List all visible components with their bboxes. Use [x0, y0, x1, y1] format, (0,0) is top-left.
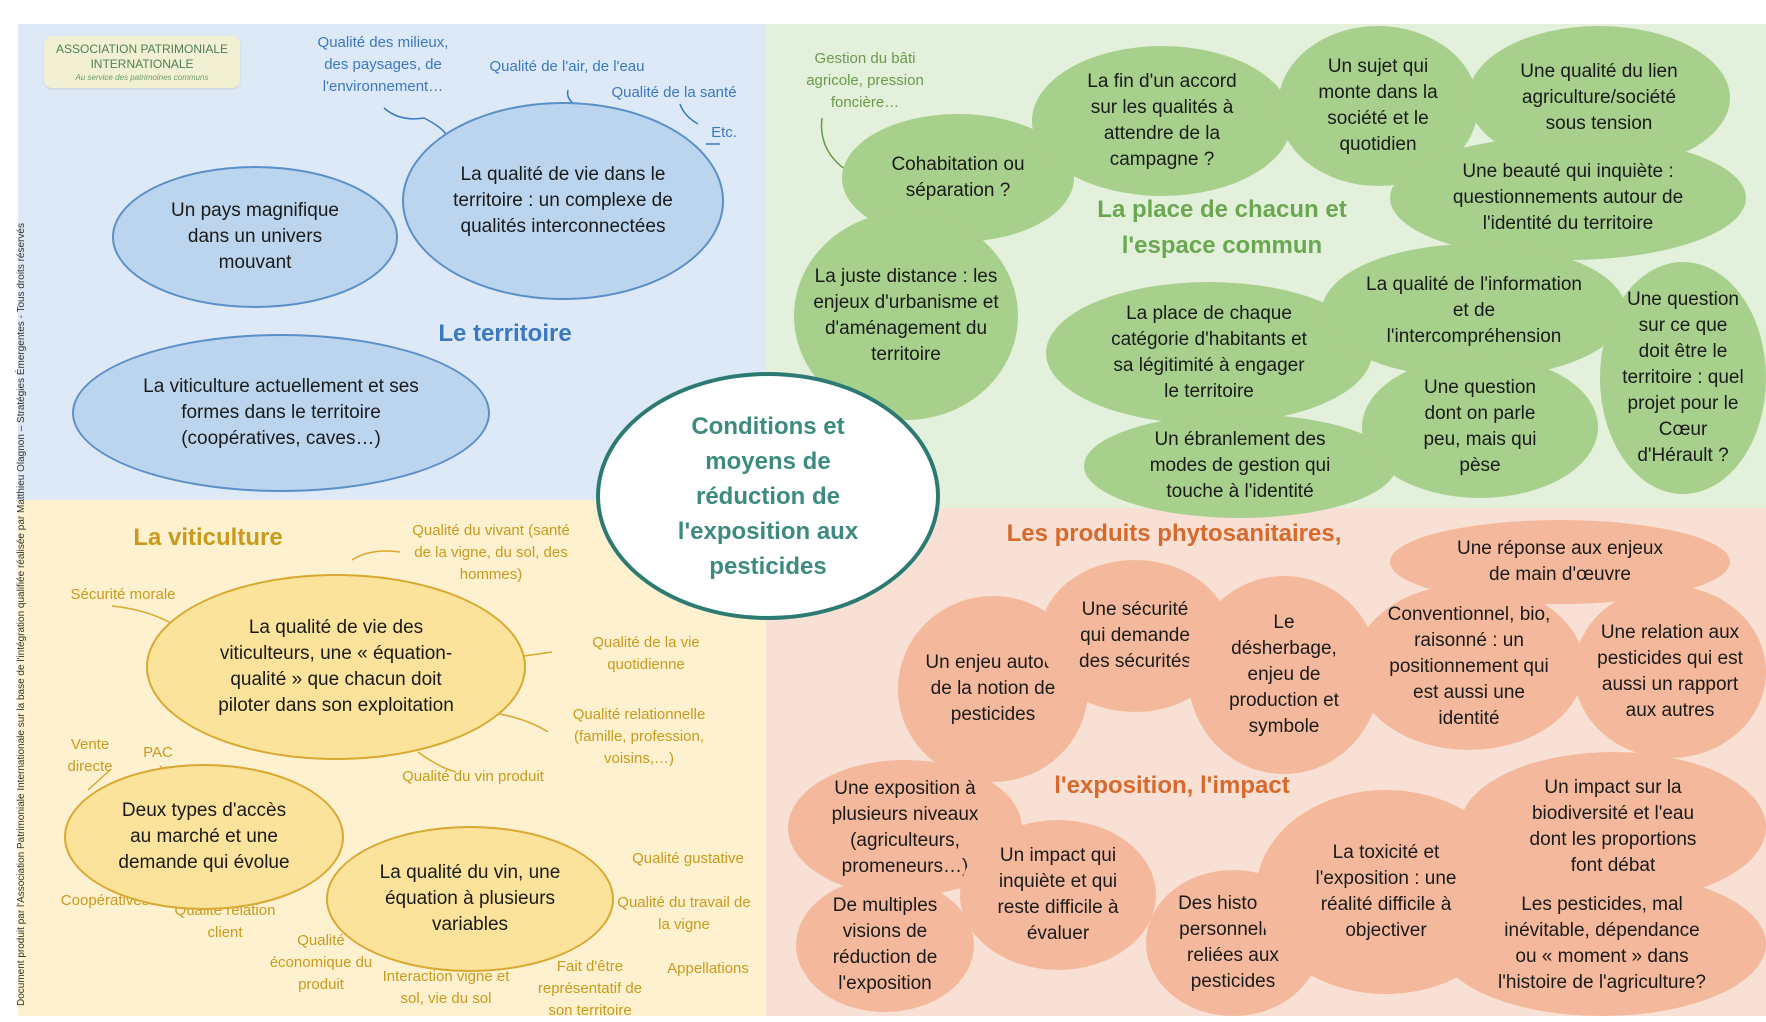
ellipse-exposition-niveaux: Une exposition à plusieurs niveaux (agri… — [788, 760, 1022, 896]
label-qualite-vie-quotidienne: Qualité de la vie quotidienne — [592, 634, 700, 673]
ellipse-qualite-information: La qualité de l'information et de l'inte… — [1322, 244, 1626, 378]
label-securite-morale: Sécurité morale — [70, 586, 176, 603]
ellipse-juste-distance: La juste distance : les enjeux d'urbanis… — [794, 212, 1018, 420]
ellipse-qualite-vie-viticulteurs: La qualité de vie des viticulteurs, une … — [146, 574, 526, 760]
label-pac: PAC — [143, 744, 173, 761]
label-interaction-vigne-sol: Interaction vigne et sol, vie du sol — [382, 968, 510, 1007]
ellipse-qualite-vie-territoire: La qualité de vie dans le territoire : u… — [402, 102, 724, 300]
logo-line2: INTERNATIONALE — [90, 57, 194, 71]
ellipse-fin-accord: La fin d'un accord sur les qualités à at… — [1032, 46, 1292, 196]
central-topic: Conditions et moyens de réduction de l'e… — [596, 372, 940, 620]
ellipse-ebranlement: Un ébranlement des modes de gestion qui … — [1084, 414, 1396, 518]
label-qualite-sante: Qualité de la santé — [611, 84, 737, 101]
ellipse-visions-reduction: De multiples visions de réduction de l'e… — [796, 878, 974, 1012]
title-espace-commun: La place de chacun et l'espace commun — [1097, 196, 1347, 259]
association-logo: ASSOCIATION PATRIMONIALE INTERNATIONALE … — [44, 36, 240, 88]
label-qualite-vivant: Qualité du vivant (santé de la vigne, du… — [412, 522, 570, 583]
ellipse-qualite-vin: La qualité du vin, une équation à plusie… — [326, 826, 614, 972]
ellipse-acces-marche: Deux types d'accès au marché et une dema… — [64, 764, 344, 910]
label-vente-directe: Vente directe — [67, 736, 113, 775]
ellipse-question-projet: Une question sur ce que doit être le ter… — [1600, 262, 1766, 494]
ellipse-impact-inquiete: Un impact qui inquiète et qui reste diff… — [960, 820, 1156, 970]
title-territoire: Le territoire — [438, 320, 572, 347]
label-qualite-economique: Qualité économique du produit — [269, 932, 373, 993]
label-gestion-bati: Gestion du bâti agricole, pression fonci… — [806, 50, 924, 111]
label-qualite-travail-vigne: Qualité du travail de la vigne — [617, 894, 751, 933]
ellipse-viticulture-territoire: La viticulture actuellement et ses forme… — [72, 334, 490, 492]
ellipse-pays-magnifique: Un pays magnifique dans un univers mouva… — [112, 166, 398, 308]
label-etc: Etc. — [711, 124, 737, 141]
ellipse-beaute-inquiete: Une beauté qui inquiète : questionnement… — [1390, 136, 1746, 260]
ellipse-place-chaque-categorie: La place de chaque catégorie d'habitants… — [1046, 282, 1372, 424]
copyright-notice: Document produit par l'Association Patri… — [16, 223, 27, 1006]
ellipse-desherbage: Le désherbage, enjeu de production et sy… — [1188, 576, 1380, 774]
central-topic-text: Conditions et moyens de réduction de l'e… — [677, 412, 859, 580]
label-qualite-milieux: Qualité des milieux, des paysages, de l'… — [317, 34, 449, 95]
label-qualite-air-eau: Qualité de l'air, de l'eau — [489, 58, 645, 75]
title-exposition-impact: l'exposition, l'impact — [1054, 772, 1290, 799]
ellipse-question-peu: Une question dont on parle peu, mais qui… — [1362, 356, 1598, 498]
label-appellations: Appellations — [667, 960, 749, 977]
title-phytosanitaires: Les produits phytosanitaires, — [1006, 520, 1342, 547]
title-viticulture: La viticulture — [133, 524, 283, 551]
label-fait-representatif: Fait d'être représentatif de son territo… — [537, 958, 643, 1019]
logo-tagline: Au service des patrimoines communs — [75, 73, 209, 82]
label-qualite-relationnelle: Qualité relationnelle (famille, professi… — [572, 706, 706, 767]
label-qualite-gustative: Qualité gustative — [632, 850, 744, 867]
ellipse-mal-inevitable: Les pesticides, mal inévitable, dépendan… — [1438, 872, 1766, 1016]
ellipse-rapport-aux-autres: Une relation aux pesticides qui est auss… — [1574, 586, 1766, 758]
ellipse-notion-pesticides: Un enjeu autour de la notion de pesticid… — [898, 596, 1088, 782]
logo-line1: ASSOCIATION PATRIMONIALE — [55, 42, 229, 56]
ellipse-conventionnel-bio: Conventionnel, bio, raisonné : un positi… — [1354, 584, 1584, 750]
label-qualite-vin-produit: Qualité du vin produit — [402, 768, 544, 785]
